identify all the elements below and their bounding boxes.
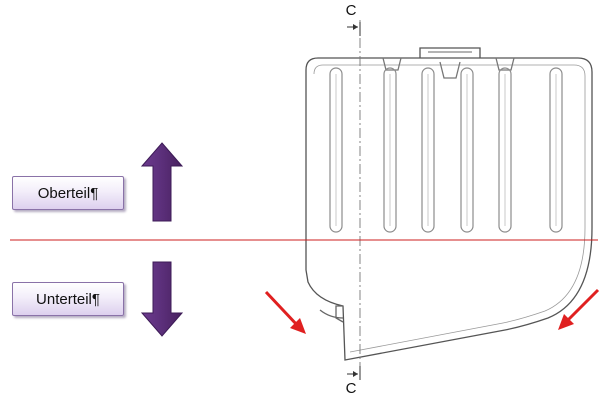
housing-inner-outline <box>313 64 586 353</box>
rib-1 <box>329 67 343 233</box>
upper-part-label: Oberteil¶ <box>12 176 124 210</box>
rib-6 <box>549 67 563 233</box>
arrow-up-icon <box>140 142 184 222</box>
latch-bumps <box>382 57 515 79</box>
arrow-down-left-icon <box>558 288 600 330</box>
arrow-down-icon <box>140 261 184 337</box>
rib-2 <box>383 67 397 233</box>
section-mark-bottom: C <box>345 380 357 397</box>
housing-outline <box>305 57 593 361</box>
housing-drawing <box>305 47 593 361</box>
top-clip <box>419 47 481 58</box>
lower-part-label: Unterteil¶ <box>12 282 124 316</box>
rib-3 <box>421 67 435 233</box>
rib-4 <box>460 67 474 233</box>
arrow-down-right-icon <box>264 290 306 334</box>
section-indicators <box>347 22 361 380</box>
drain-notch <box>319 305 344 323</box>
rib-5 <box>498 67 512 233</box>
ribs <box>329 67 563 233</box>
section-mark-top: C <box>345 2 357 19</box>
